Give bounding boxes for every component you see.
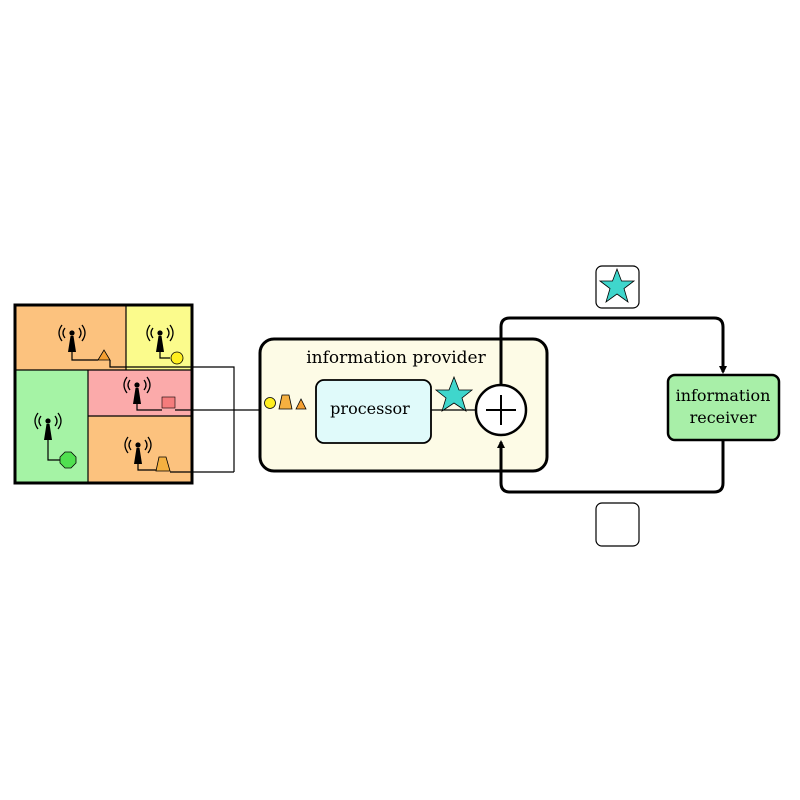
star-icon (434, 375, 474, 412)
receiver-label-line2: receiver (690, 408, 757, 427)
information-provider: information provider processor (258, 337, 549, 473)
feedback-loop (497, 316, 727, 494)
trapezoid-icon (278, 394, 293, 410)
receiver-label-line1: information (676, 386, 771, 405)
information-receiver: information receiver (666, 373, 781, 442)
provider-label: information provider (306, 348, 486, 368)
triangle-icon (295, 398, 307, 410)
square-icon (161, 396, 176, 409)
empty-message-box (595, 502, 640, 547)
zone-bottom-orange (88, 416, 192, 483)
trapezoid-icon (155, 456, 171, 472)
receiver-box (666, 373, 781, 442)
star-icon (598, 267, 636, 304)
octagon-icon (59, 451, 77, 469)
sensor-grid (13, 303, 194, 485)
message-box-star (595, 265, 640, 309)
triangle-icon (97, 349, 111, 361)
processor-box (315, 379, 432, 444)
circle-icon (264, 397, 276, 409)
circle-icon (170, 351, 184, 365)
processor-label: processor (330, 399, 410, 418)
zone-left-green (15, 370, 88, 483)
grid-border (13, 303, 194, 485)
zone-middle-pink (88, 370, 192, 416)
